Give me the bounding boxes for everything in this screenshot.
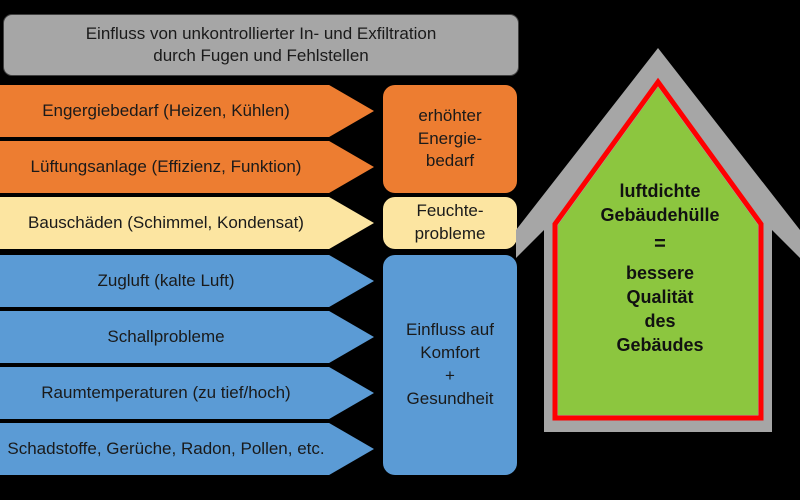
arrow-label: Bauschäden (Schimmel, Kondensat) <box>28 213 304 232</box>
arrow-lueftungsanlage: Lüftungsanlage (Effizienz, Funktion) <box>0 141 374 193</box>
consequence-box-energiebedarf: erhöhter Energie- bedarf <box>383 85 517 193</box>
arrow-energiebedarf: Engergiebedarf (Heizen, Kühlen) <box>0 85 374 137</box>
title-banner-line2: durch Fugen und Fehlstellen <box>153 46 369 65</box>
arrow-bauschaeden: Bauschäden (Schimmel, Kondensat) <box>0 197 374 249</box>
title-banner: Einfluss von unkontrollierter In- und Ex… <box>3 14 519 76</box>
consequence-line: Komfort <box>420 343 480 363</box>
consequence-box-komfort-gesundheit: Einfluss auf Komfort + Gesundheit <box>383 255 517 475</box>
house-seal-line <box>552 77 764 421</box>
arrow-label: Raumtemperaturen (zu tief/hoch) <box>41 383 291 402</box>
arrow-raumtemperaturen: Raumtemperaturen (zu tief/hoch) <box>0 367 374 419</box>
arrow-schadstoffe: Schadstoffe, Gerüche, Radon, Pollen, etc… <box>0 423 374 475</box>
consequence-line: Energie- <box>417 128 483 148</box>
house-envelope-fill <box>558 87 758 415</box>
consequence-line: erhöhter <box>418 105 482 125</box>
arrow-label: Schadstoffe, Gerüche, Radon, Pollen, etc… <box>7 439 325 458</box>
arrow-zugluft: Zugluft (kalte Luft) <box>0 255 374 307</box>
consequence-line: Feuchte- <box>416 201 484 221</box>
arrow-label: Engergiebedarf (Heizen, Kühlen) <box>42 101 290 120</box>
consequence-box-feuchteprobleme: Feuchte- probleme <box>383 197 517 249</box>
title-banner-line1: Einfluss von unkontrollierter In- und Ex… <box>85 23 437 43</box>
consequence-line: Gesundheit <box>406 388 494 408</box>
consequence-line: bedarf <box>425 151 475 171</box>
arrow-schallprobleme: Schallprobleme <box>0 311 374 363</box>
arrow-label: Zugluft (kalte Luft) <box>97 271 235 290</box>
arrow-label: Schallprobleme <box>107 327 225 346</box>
consequence-line: + <box>445 366 455 385</box>
house-graphic <box>513 40 800 440</box>
arrow-label: Lüftungsanlage (Effizienz, Funktion) <box>30 157 302 176</box>
consequence-line: probleme <box>414 224 486 243</box>
consequence-line: Einfluss auf <box>406 320 494 340</box>
